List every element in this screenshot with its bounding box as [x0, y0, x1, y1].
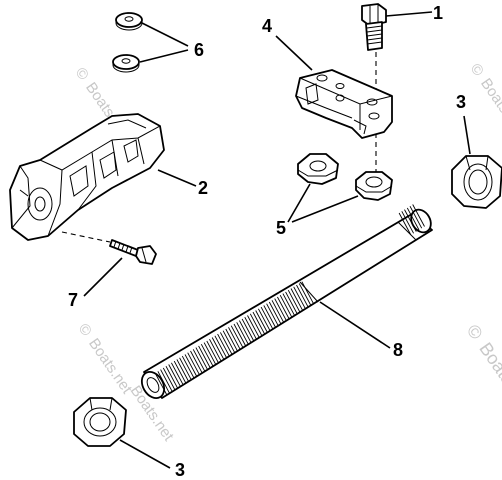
thread-line — [258, 308, 271, 332]
rod-threads-lower — [154, 281, 314, 396]
thread-line — [282, 293, 295, 316]
thread-line — [206, 340, 219, 364]
thread-line — [162, 367, 176, 391]
thread-line — [266, 303, 279, 327]
thread-line — [154, 372, 168, 396]
washer-lower — [112, 54, 140, 73]
thread-line — [222, 330, 236, 354]
bracket-housing — [9, 113, 165, 241]
thread-line — [200, 343, 214, 367]
thread-line — [176, 359, 189, 382]
callout-5: 5 — [276, 218, 286, 238]
thread-line — [255, 310, 268, 333]
thread-line — [233, 323, 247, 347]
thread-line — [406, 207, 420, 231]
thread-line — [287, 289, 301, 313]
bolt-part-1 — [361, 3, 387, 172]
watermark-right: © Boats.net — [463, 321, 502, 413]
large-nut-lower — [73, 397, 127, 447]
svg-text:Boats.net: Boats.net — [475, 339, 502, 413]
thread-line — [244, 316, 257, 340]
screw-part-7 — [61, 231, 157, 265]
thread-line — [241, 318, 255, 342]
thread-line — [398, 212, 412, 236]
thread-line — [214, 335, 228, 359]
nut-part-5-left — [297, 153, 339, 185]
thread-line — [173, 360, 187, 384]
thread-line — [298, 283, 312, 306]
thread-line — [190, 350, 203, 374]
thread-line — [263, 305, 276, 328]
thread-line — [211, 337, 225, 360]
thread-line — [160, 369, 173, 392]
callout-6: 6 — [194, 40, 204, 60]
thread-line — [217, 333, 230, 357]
thread-line — [301, 281, 314, 305]
callout-1: 1 — [433, 3, 443, 23]
thread-line — [192, 349, 206, 372]
nut-part-5-right — [355, 171, 393, 201]
watermark-top-right: © Boats.net — [467, 61, 502, 138]
thread-line — [165, 365, 179, 389]
thread-line — [157, 371, 170, 394]
svg-text:©: © — [463, 321, 487, 343]
callout-4: 4 — [262, 16, 272, 36]
thread-line — [277, 296, 290, 320]
thread-line — [220, 332, 233, 355]
thread-line — [179, 357, 192, 381]
thread-line — [198, 345, 211, 369]
thread-line — [296, 284, 309, 308]
thread-line — [404, 209, 417, 232]
thread-line — [260, 306, 274, 330]
callout-3-lower: 3 — [175, 460, 185, 480]
thread-line — [168, 364, 181, 387]
svg-text:Boats.net: Boats.net — [85, 335, 136, 397]
rod-threads-upper — [398, 204, 425, 236]
thread-line — [409, 205, 423, 229]
svg-text:©: © — [75, 321, 95, 340]
svg-text:Boats.net: Boats.net — [477, 75, 502, 137]
callout-3-upper: 3 — [456, 92, 466, 112]
washer-upper — [115, 12, 143, 31]
thread-line — [249, 313, 263, 337]
thread-line — [285, 291, 298, 315]
thread-line — [230, 325, 244, 348]
thread-line — [293, 286, 306, 310]
watermark-left: © Boats.net — [75, 321, 136, 398]
thread-line — [209, 338, 222, 362]
thread-line — [412, 204, 425, 227]
thread-line — [228, 327, 241, 350]
leader-lines — [83, 11, 471, 469]
svg-text:©: © — [72, 65, 92, 84]
thread-line — [247, 315, 260, 338]
thread-line — [187, 352, 200, 376]
thread-line — [252, 311, 266, 335]
thread-line — [195, 347, 208, 370]
callout-2: 2 — [198, 178, 208, 198]
large-nut-upper — [451, 155, 502, 209]
thread-line — [184, 354, 198, 377]
thread-line — [236, 322, 249, 345]
thread-line — [290, 288, 304, 311]
thread-line — [203, 342, 217, 365]
clamp-bracket-part-4 — [295, 69, 393, 139]
thread-line — [181, 355, 195, 379]
callout-8: 8 — [393, 340, 403, 360]
thread-line — [239, 320, 252, 343]
thread-line — [171, 362, 184, 386]
svg-text:©: © — [467, 61, 487, 80]
thread-line — [268, 301, 282, 325]
thread-line — [279, 294, 293, 318]
thread-line — [274, 298, 287, 321]
thread-line — [271, 300, 285, 323]
callout-7: 7 — [68, 290, 78, 310]
thread-line — [225, 328, 238, 352]
thread-line — [401, 211, 414, 234]
threaded-rod-part-8 — [140, 204, 433, 400]
